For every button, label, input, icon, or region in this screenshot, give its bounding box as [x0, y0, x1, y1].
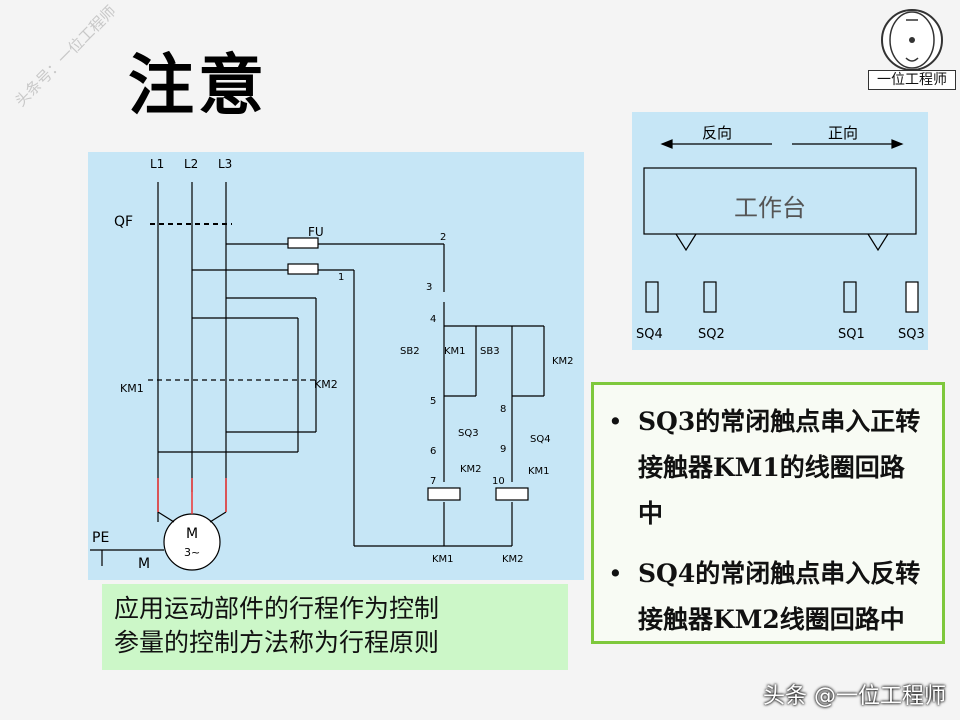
forward-direction-label: 正向	[828, 124, 858, 142]
main-contact-label-km2: KM2	[314, 378, 338, 391]
note-bullet: •	[608, 559, 623, 588]
switch-label-sq3: SQ3	[898, 327, 925, 342]
contact-label-sb2: SB2	[400, 346, 420, 357]
phase-label-l3: L3	[218, 157, 232, 171]
node-label-3: 3	[426, 282, 432, 293]
notes-box: • SQ3的常闭触点串入正转接触器KM1的线圈回路中 • SQ4的常闭触点串入反…	[591, 382, 945, 644]
worktable-label: 工作台	[734, 194, 806, 222]
breaker-label: QF	[114, 214, 133, 230]
phase-label-l2: L2	[184, 157, 198, 171]
circuit-diagram: L1 L2 L3 QF FU 1 2 3 4 5 6 7 8 9 10 SB2 …	[88, 152, 584, 580]
caption-box: 应用运动部件的行程作为控制 参量的控制方法称为行程原则	[102, 584, 568, 670]
switch-label-sq4: SQ4	[636, 327, 663, 342]
node-label-6: 6	[430, 446, 436, 457]
contact-label-km2-interlock: KM2	[460, 464, 482, 475]
worktable-diagram: 反向 正向 工作台 SQ4 SQ2 SQ1 SQ3	[632, 112, 928, 350]
node-label-2: 2	[440, 232, 446, 243]
coil-label-km2: KM2	[502, 554, 524, 565]
node-label-9: 9	[500, 444, 506, 455]
motor-sub-label: 3~	[184, 546, 200, 559]
contact-label-sb3: SB3	[480, 346, 500, 357]
footer-watermark: 头条 @一位工程师	[763, 684, 946, 709]
node-label-8: 8	[500, 404, 506, 415]
main-contact-label-km1: KM1	[120, 382, 144, 395]
node-label-10: 10	[492, 476, 505, 487]
node-label-4: 4	[430, 314, 436, 325]
fuse-label: FU	[308, 225, 324, 239]
contact-label-sq4: SQ4	[530, 434, 551, 445]
logo-seal-icon	[881, 9, 943, 71]
motor-label: M	[186, 526, 198, 542]
slide-title: 注意	[128, 47, 268, 124]
note-bullet: •	[608, 407, 623, 436]
contact-label-sq3: SQ3	[458, 428, 479, 439]
contact-label-km2: KM2	[552, 356, 574, 367]
m-label: M	[138, 556, 150, 572]
coil-label-km1: KM1	[432, 554, 454, 565]
phase-label-l1: L1	[150, 157, 164, 171]
contact-label-km1-interlock: KM1	[528, 466, 550, 477]
pe-label: PE	[92, 530, 109, 546]
reverse-direction-label: 反向	[702, 124, 732, 142]
node-label-1: 1	[338, 272, 344, 283]
logo-caption: 一位工程师	[868, 70, 956, 90]
note-text: SQ4的常闭触点串入反转接触器KM2线圈回路中	[638, 559, 921, 634]
node-label-5: 5	[430, 396, 436, 407]
switch-label-sq2: SQ2	[698, 327, 725, 342]
watermark-diagonal: 头条号：一位工程师	[11, 1, 120, 111]
caption-line-1: 应用运动部件的行程作为控制	[114, 594, 440, 623]
caption-line-2: 参量的控制方法称为行程原则	[114, 628, 440, 657]
logo: 一位工程师	[868, 4, 956, 90]
switch-label-sq1: SQ1	[838, 327, 865, 342]
node-label-7: 7	[430, 476, 436, 487]
contact-label-km1: KM1	[444, 346, 466, 357]
note-text: SQ3的常闭触点串入正转接触器KM1的线圈回路中	[638, 407, 921, 528]
